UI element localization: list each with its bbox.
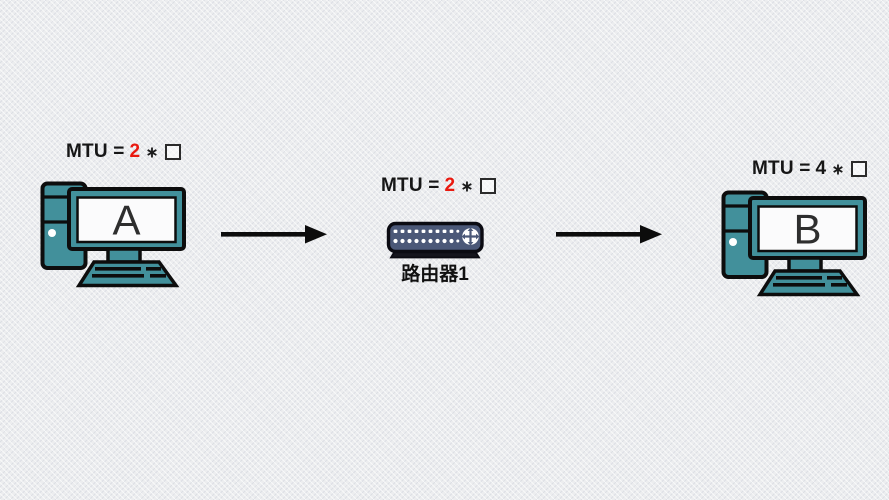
mtu-prefix: MTU = bbox=[752, 158, 811, 179]
right-arrow-icon bbox=[221, 225, 327, 244]
multiply-operator: ∗ bbox=[831, 161, 845, 179]
multiply-operator: ∗ bbox=[460, 178, 474, 196]
empty-square-box-icon bbox=[164, 144, 181, 160]
mtu-value: 2 bbox=[129, 141, 141, 162]
router1-name: 路由器1 bbox=[401, 264, 469, 285]
mtu-label-router1: MTU = 2 ∗ bbox=[381, 175, 496, 197]
computer-a-icon: A bbox=[40, 181, 186, 288]
mtu-prefix: MTU = bbox=[66, 141, 125, 162]
right-arrow-icon bbox=[556, 225, 662, 244]
mtu-label-computer-b: MTU = 4 ∗ bbox=[752, 158, 867, 180]
computer-b-icon: B bbox=[721, 190, 867, 297]
multiply-operator: ∗ bbox=[145, 144, 159, 162]
router-icon bbox=[386, 221, 484, 259]
mtu-value: 4 bbox=[815, 158, 827, 179]
screen-letter-b: B bbox=[793, 206, 821, 253]
mtu-value: 2 bbox=[444, 175, 456, 196]
mtu-label-computer-a: MTU = 2 ∗ bbox=[66, 141, 181, 163]
screen-letter-a: A bbox=[112, 197, 140, 244]
empty-square-box-icon bbox=[850, 161, 867, 177]
empty-square-box-icon bbox=[479, 178, 496, 194]
mtu-prefix: MTU = bbox=[381, 175, 440, 196]
